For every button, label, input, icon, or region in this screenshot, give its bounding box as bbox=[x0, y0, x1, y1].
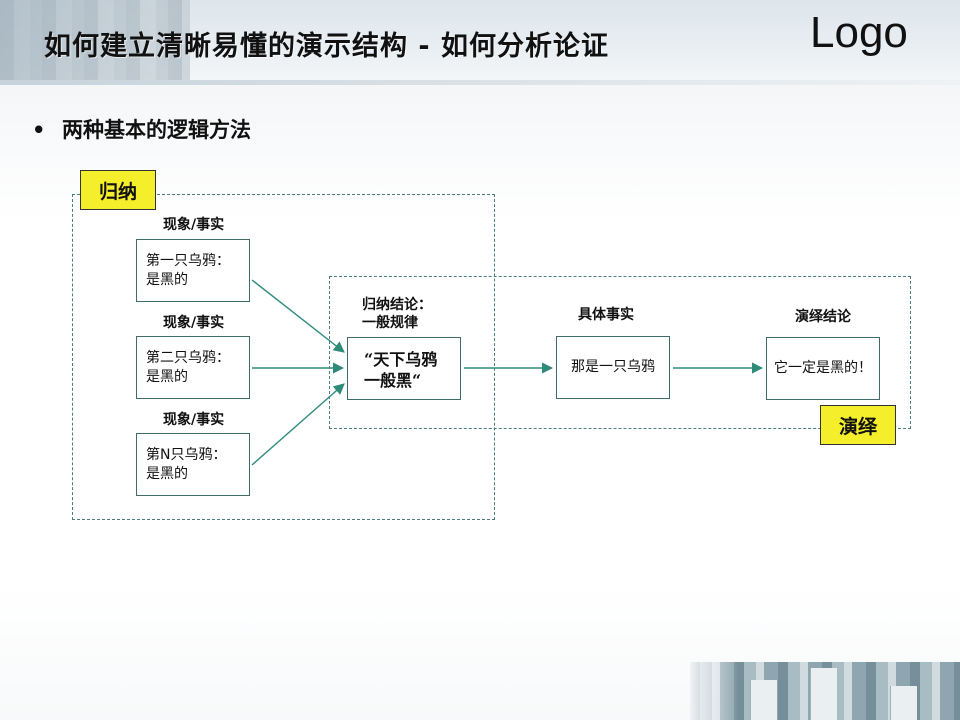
arrow-fact3-to-conclusion bbox=[252, 384, 344, 465]
arrow-fact1-to-conclusion bbox=[252, 280, 344, 352]
